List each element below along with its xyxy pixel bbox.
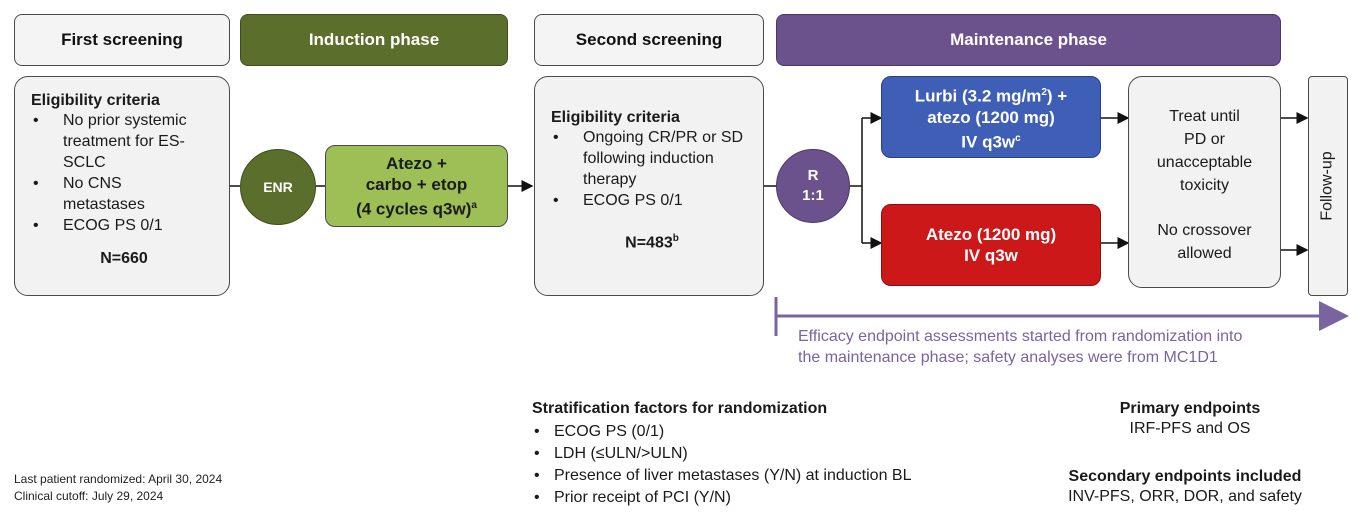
first-eligibility-title: Eligibility criteria	[31, 92, 160, 109]
lurbi-superscript-2: 2	[1041, 86, 1047, 98]
treat-line-1: Treat until	[1169, 108, 1240, 125]
randomization-ratio: 1:1	[802, 187, 824, 204]
second-n-count: N=483b	[625, 233, 679, 252]
footnote-line-1: Last patient randomized: April 30, 2024	[14, 472, 223, 486]
stratification-factors: Stratification factors for randomization…	[532, 399, 912, 509]
lurbi-footnote-c: c	[1015, 132, 1021, 144]
induction-therapy-box: Atezo + carbo + etop (4 cycles q3w)a	[325, 145, 508, 227]
lurbi-line-2: atezo (1200 mg)	[927, 107, 1055, 127]
lurbi-line-3: IV q3w	[961, 132, 1016, 152]
footnote-line-2: Clinical cutoff: July 29, 2024	[14, 489, 164, 503]
randomization-r: R	[807, 167, 819, 184]
randomization-circle: R 1:1	[776, 149, 850, 223]
treat-line-4: toxicity	[1180, 177, 1229, 194]
stratification-item: LDH (≤ULN/>ULN)	[532, 443, 912, 465]
lurbi-line-1: Lurbi (3.2 mg/m	[914, 86, 1042, 106]
first-criterion-item: No prior systemic treatment for ES-SCLC	[31, 110, 217, 173]
follow-up-box: Follow-up	[1308, 76, 1348, 296]
primary-endpoints: Primary endpoints IRF-PFS and OS	[1080, 399, 1300, 439]
first-criterion-item: No CNS metastases	[31, 173, 217, 215]
treat-line-6: allowed	[1177, 245, 1232, 262]
lurbi-atezo-arm-box: Lurbi (3.2 mg/m2) + atezo (1200 mg) IV q…	[881, 76, 1101, 158]
stratification-title: Stratification factors for randomization	[532, 400, 828, 417]
induction-line-2: carbo + etop	[365, 174, 468, 194]
first-n-count: N=660	[100, 250, 148, 267]
first-criterion-item: ECOG PS 0/1	[31, 215, 217, 236]
header-maintenance-phase: Maintenance phase	[776, 14, 1281, 66]
first-eligibility-panel: Eligibility criteria No prior systemic t…	[14, 76, 230, 296]
efficacy-note-line-2: the maintenance phase; safety analyses w…	[798, 349, 1218, 366]
header-second-screening: Second screening	[534, 14, 764, 66]
induction-footnote-a: a	[471, 199, 477, 211]
treat-line-2: PD or	[1184, 131, 1225, 148]
header-induction-phase: Induction phase	[240, 14, 508, 66]
atezo-arm-box: Atezo (1200 mg) IV q3w	[881, 204, 1101, 286]
lurbi-line-1-end: ) +	[1046, 86, 1068, 106]
atezo-arm-line-1: Atezo (1200 mg)	[925, 225, 1057, 244]
follow-up-label: Follow-up	[1319, 151, 1337, 221]
efficacy-note-line-1: Efficacy endpoint assessments started fr…	[798, 328, 1243, 345]
stratification-item: Prior receipt of PCI (Y/N)	[532, 487, 912, 509]
efficacy-note: Efficacy endpoint assessments started fr…	[798, 326, 1242, 368]
second-eligibility-title: Eligibility criteria	[551, 109, 680, 126]
header-first-screening: First screening	[14, 14, 230, 66]
enr-circle: ENR	[240, 149, 316, 225]
secondary-endpoints-title: Secondary endpoints included	[1068, 468, 1302, 485]
secondary-endpoints: Secondary endpoints included INV-PFS, OR…	[1030, 467, 1340, 507]
footnote: Last patient randomized: April 30, 2024 …	[14, 471, 222, 505]
second-criterion-item: ECOG PS 0/1	[551, 190, 753, 211]
stratification-item: Presence of liver metastases (Y/N) at in…	[532, 465, 912, 487]
treat-line-3: unacceptable	[1156, 154, 1253, 171]
stratification-item: ECOG PS (0/1)	[532, 421, 912, 443]
induction-line-1: Atezo +	[386, 153, 447, 173]
secondary-endpoints-text: INV-PFS, ORR, DOR, and safety	[1068, 488, 1302, 505]
induction-line-3: (4 cycles q3w)	[356, 199, 472, 219]
second-eligibility-panel: Eligibility criteria Ongoing CR/PR or SD…	[534, 76, 764, 296]
second-criterion-item: Ongoing CR/PR or SD following induction …	[551, 127, 753, 190]
atezo-arm-line-2: IV q3w	[964, 246, 1018, 265]
primary-endpoints-text: IRF-PFS and OS	[1129, 420, 1251, 437]
treat-line-5: No crossover	[1157, 222, 1252, 239]
second-n-footnote-b: b	[672, 233, 679, 244]
primary-endpoints-title: Primary endpoints	[1119, 400, 1261, 417]
treat-until-box: Treat until PD or unacceptable toxicity …	[1128, 76, 1281, 288]
